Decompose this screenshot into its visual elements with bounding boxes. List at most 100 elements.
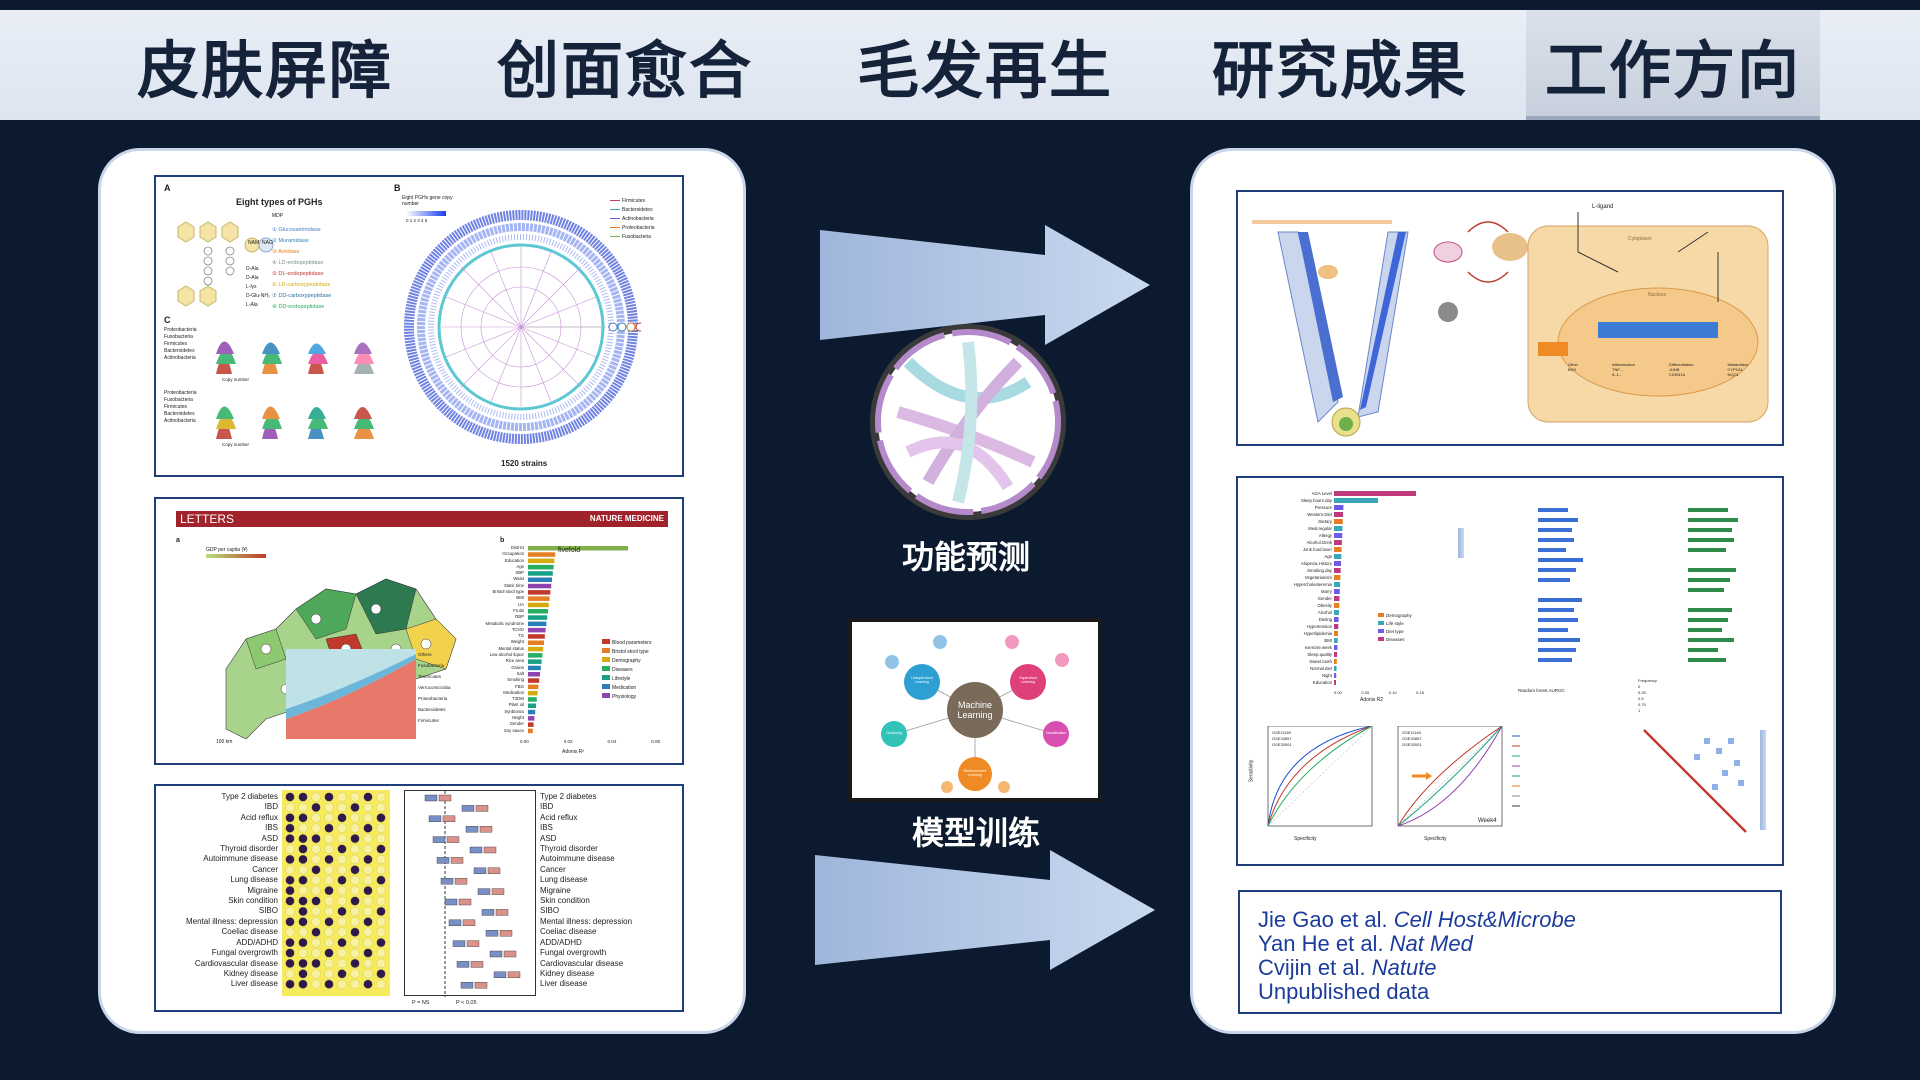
factor-label: Low alcohol liquor bbox=[489, 652, 524, 658]
legend-swatch bbox=[1378, 637, 1384, 641]
factor-bar bbox=[528, 609, 548, 614]
ml-hub: Reinforcement Learning bbox=[963, 769, 987, 777]
ridge-plots bbox=[216, 341, 374, 439]
tab-skin-barrier[interactable]: 皮肤屏障 bbox=[136, 34, 393, 107]
cytoplasm-label: Cytoplasm bbox=[1628, 236, 1652, 242]
xtick: 0.05 bbox=[1361, 690, 1370, 695]
roc-set: GSE11160 bbox=[1402, 730, 1421, 735]
enzyme-6: ⑥ LD-carboxypeptidase bbox=[272, 282, 331, 288]
association-dot bbox=[285, 896, 295, 906]
citation-box: Jie Gao et al. Cell Host&Microbe Yan He … bbox=[1238, 890, 1782, 1014]
upper-flow-arrow bbox=[820, 225, 1150, 345]
disease-label: Fungal overgrowth bbox=[540, 948, 607, 958]
disease-label: Cardiovascular disease bbox=[540, 958, 624, 968]
tab-research-results[interactable]: 研究成果 bbox=[1211, 34, 1468, 107]
box-plot bbox=[404, 790, 536, 997]
specificity-label: Specificity bbox=[1424, 836, 1447, 842]
feature-label: Vegetarianism bbox=[1304, 575, 1332, 580]
association-dot bbox=[298, 792, 308, 802]
disease-label: Autoimmune disease bbox=[540, 854, 615, 864]
association-dot bbox=[337, 958, 347, 969]
feature-bar bbox=[1334, 680, 1336, 685]
ml-hub: Clustering bbox=[886, 731, 902, 735]
peptidoglycan-diagram bbox=[177, 221, 274, 307]
association-dot bbox=[376, 833, 386, 844]
factor-label: DBP bbox=[515, 614, 524, 620]
box-group-a bbox=[461, 805, 475, 812]
association-dot bbox=[285, 885, 295, 896]
pgh-title: Eight types of PGHs bbox=[236, 197, 323, 207]
legend-swatch bbox=[602, 675, 610, 680]
panel-label-a: a bbox=[176, 537, 180, 544]
enzyme-3: ③ Amidase bbox=[272, 249, 300, 255]
factor-label: BMI bbox=[516, 595, 524, 601]
association-dot bbox=[350, 958, 360, 969]
association-dot bbox=[324, 896, 334, 906]
auroc-axis-label: Random forest AUROC bbox=[1518, 688, 1565, 693]
enzyme-1: ① Glucosaminidase bbox=[272, 227, 321, 233]
association-dot bbox=[363, 792, 373, 802]
feature-bar bbox=[1334, 505, 1344, 510]
association-dot bbox=[363, 865, 373, 875]
association-dot bbox=[350, 802, 360, 813]
feature-label: AGA Level bbox=[1311, 491, 1332, 496]
ml-mindmap: Machine Learning Unsupervised Learning S… bbox=[852, 622, 1098, 798]
disease-label: IBD bbox=[540, 802, 554, 812]
feature-bar bbox=[1334, 526, 1343, 531]
association-dot bbox=[298, 906, 308, 917]
association-dot bbox=[311, 969, 321, 979]
association-dot bbox=[311, 885, 321, 896]
disease-label: ASD bbox=[261, 833, 278, 843]
phylum-bacteroidetes: Bacteroidetes bbox=[610, 206, 682, 215]
dot-matrix-plot bbox=[285, 792, 386, 989]
dot-matrix bbox=[282, 790, 390, 996]
factor-bar bbox=[528, 678, 540, 683]
copy-number-axis: Copy number bbox=[222, 442, 250, 447]
box-group-b bbox=[495, 909, 509, 916]
association-dot bbox=[311, 854, 321, 865]
association-dot bbox=[337, 948, 347, 958]
association-dot bbox=[298, 833, 308, 844]
association-dot bbox=[298, 948, 308, 958]
feature-bar bbox=[1334, 617, 1339, 622]
feature-bar bbox=[1334, 666, 1337, 671]
factor-label: TCHO bbox=[511, 626, 524, 632]
association-dot bbox=[298, 865, 308, 875]
factor-bar bbox=[528, 659, 542, 664]
association-dot bbox=[324, 833, 334, 844]
disease-label: Fungal overgrowth bbox=[211, 948, 278, 958]
disease-label: Thyroid disorder bbox=[220, 844, 278, 854]
enzyme-4: ④ LD-endopeptidase bbox=[272, 260, 324, 266]
feature-label: Alcohol bbox=[1317, 610, 1332, 615]
association-dot bbox=[363, 906, 373, 917]
tab-wound-healing[interactable]: 创面愈合 bbox=[496, 34, 753, 107]
association-dot bbox=[324, 927, 334, 937]
factor-legend-item: Physiology bbox=[602, 693, 682, 702]
panel-label-c: C bbox=[164, 315, 171, 325]
association-dot bbox=[376, 823, 386, 833]
association-dot bbox=[337, 823, 347, 833]
association-dot bbox=[337, 875, 347, 885]
association-dot bbox=[285, 917, 295, 927]
tab-work-direction[interactable]: 工作方向 bbox=[1526, 10, 1820, 120]
feature-label: Meal.regular bbox=[1308, 526, 1332, 531]
feature-bar bbox=[1334, 631, 1338, 636]
chord-diagram bbox=[870, 324, 1066, 520]
box-group-b bbox=[458, 898, 472, 906]
factor-bar-chart bbox=[528, 546, 628, 734]
association-dot bbox=[337, 844, 347, 854]
association-dot bbox=[337, 896, 347, 906]
disease-label: Mental illness: depression bbox=[540, 916, 633, 926]
feature-label: exercise.week bbox=[1304, 645, 1332, 650]
factor-bar bbox=[528, 546, 628, 551]
tab-hair-regeneration[interactable]: 毛发再生 bbox=[856, 34, 1113, 107]
frequency-bar-panel bbox=[1688, 508, 1738, 662]
association-dot bbox=[285, 865, 295, 875]
association-dot bbox=[298, 854, 308, 865]
association-dot bbox=[285, 958, 295, 969]
box-group-b bbox=[503, 950, 517, 958]
